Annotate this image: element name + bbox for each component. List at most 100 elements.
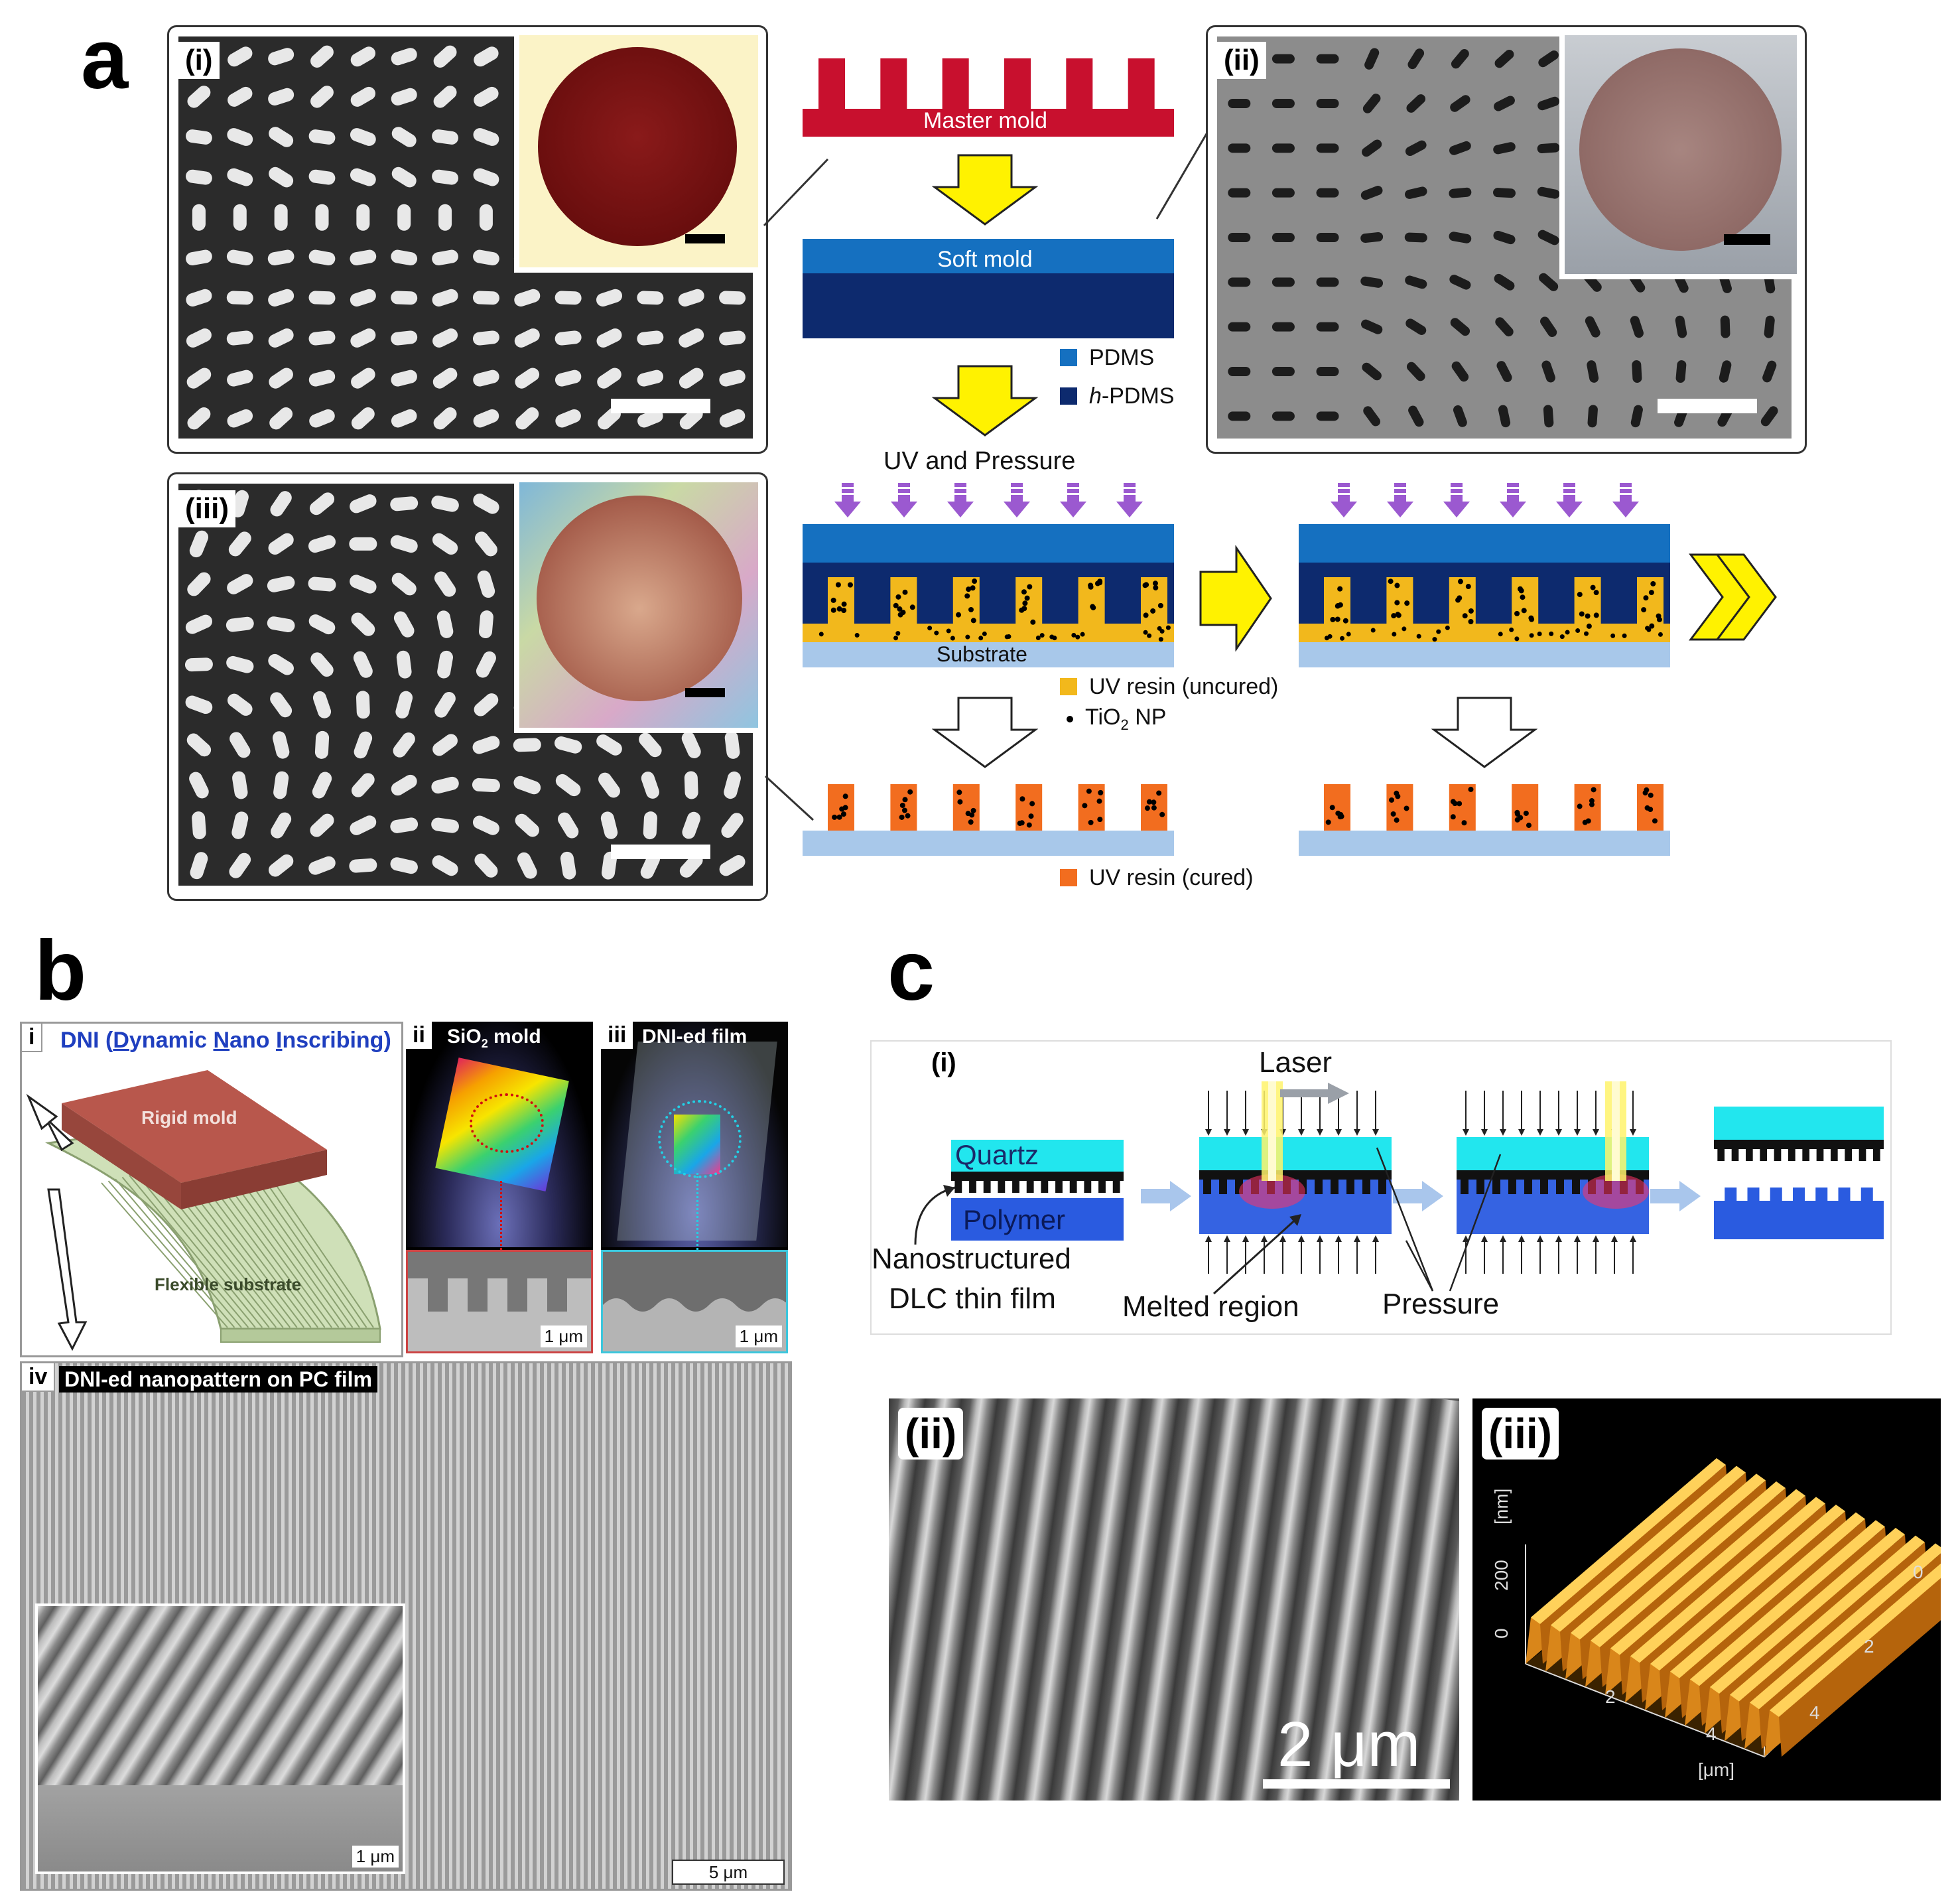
hpdms-layer [1299,563,1670,629]
soft-mold-label: Soft mold [937,247,1033,272]
nanorod [1675,315,1687,338]
laser-scan-arrow [1280,1083,1349,1104]
nanorod [308,330,336,346]
nanorod [682,811,700,839]
scale-label: 1 μm [352,1846,399,1868]
nanorod [474,46,499,67]
uv-arrow-stripe [1620,489,1632,493]
dlc-tooth [1717,1149,1725,1161]
nanorod [643,811,657,840]
cured-pattern-1 [803,784,1174,856]
afm-ridge-top [1551,1465,1746,1632]
imprint-stack-2 [1299,524,1670,667]
quartz-layer [1714,1107,1884,1140]
nanorod [391,291,418,305]
afm-ridge-top [1690,1520,1885,1686]
tio2-nanoparticle [1468,608,1474,614]
nanorod [350,86,376,107]
tio2-nanoparticle [1457,578,1463,584]
tio2-nanoparticle [1370,628,1376,633]
nanorod [186,289,212,306]
nanorod [310,813,334,837]
sio2-mold-title: SiO2 mold [447,1026,541,1050]
panel-b-ii: ii SiO2 mold 1 μm [406,1022,593,1353]
nanorod [1272,99,1295,108]
tio2-nanoparticle [901,807,907,813]
dlc-tooth [1069,1181,1077,1193]
dlc-tooth [1556,1180,1564,1194]
scale-bar [1724,234,1770,245]
panel-c-ii-tag: (ii) [898,1408,964,1460]
nanorod [391,573,417,596]
nanorod [434,571,456,597]
nanorod [354,731,373,759]
uv-arrow [1060,495,1086,517]
panel-c-i-tag: (i) [925,1046,963,1080]
nanorod [186,368,212,389]
tio2-nanoparticle [1537,632,1542,637]
cured-pattern-2 [1299,784,1670,856]
nanorod [596,289,623,306]
nanorod [1272,322,1295,332]
panel-b-i-tag: i [22,1024,43,1053]
panel-a-iii-tag: (iii) [178,490,235,528]
tio2-nanoparticle [1575,628,1581,634]
wafer-photo-a-iii [514,482,758,733]
uv-arrow-stripe [1124,489,1136,493]
nanorod [351,407,375,430]
pressure-arrowhead [1555,1129,1562,1136]
panel-a-i-frame: (i) [167,25,768,454]
tio2-nanoparticle [836,814,842,820]
dlc-tooth [1012,1181,1019,1193]
polymer-ridge [1860,1188,1873,1202]
nanorod [397,204,411,231]
legend-swatch-uncured [1060,678,1077,695]
tio2-nanoparticle [1394,790,1400,796]
tio2-nanoparticle [1457,801,1463,807]
afm-surface [1525,1458,1941,1758]
nanorod [1540,316,1557,337]
tio2-nanoparticle [1610,633,1616,638]
yellow-right-arrow [1199,545,1272,651]
nanorod [1272,233,1295,242]
nanorod [1760,406,1778,427]
pressure-arrowhead [1372,1129,1379,1136]
tio2-nanoparticle [1518,815,1524,821]
nanorod [390,496,419,511]
nanorod [268,854,294,877]
nanorod [186,733,212,757]
tio2-nanoparticle [1159,811,1165,817]
nanorod [684,771,698,799]
resin-residual-layer [803,624,1174,642]
pressure-arrowhead [1574,1235,1581,1242]
nanorod [395,691,413,718]
legend-uncured-label: UV resin (uncured) [1089,674,1279,699]
nanorod [437,650,453,679]
film-cross-section-sem: 1 μm [601,1250,788,1353]
nanorod [472,291,499,305]
nanorod [515,407,539,430]
tio2-nanoparticle [1593,612,1599,618]
uv-arrow-stripe [1451,483,1463,487]
tio2-nanoparticle [1098,789,1104,795]
nanorod [596,734,622,756]
tio2-nanoparticle [1159,629,1165,634]
nanorod [350,328,376,348]
groove-line [107,1180,235,1328]
dlc-tooth [1315,1180,1323,1194]
nanorod [186,249,212,266]
dlc-mold [1714,1140,1884,1161]
pressure-arrowhead [1224,1235,1230,1242]
tio2-nanoparticle [1342,618,1348,624]
nanorod [1537,230,1559,245]
nanorod [1405,318,1427,335]
uv-arrow [1331,495,1357,517]
quartz-layer [1199,1137,1392,1170]
nanorod [514,328,540,348]
tio2-nanoparticle [1088,582,1094,588]
dlc-tooth [1331,1180,1338,1194]
uv-arrow-stripe [1563,489,1575,493]
tio2-nanoparticle [1520,594,1526,600]
nanorod [231,490,249,517]
polymer-ridge [1815,1188,1828,1202]
